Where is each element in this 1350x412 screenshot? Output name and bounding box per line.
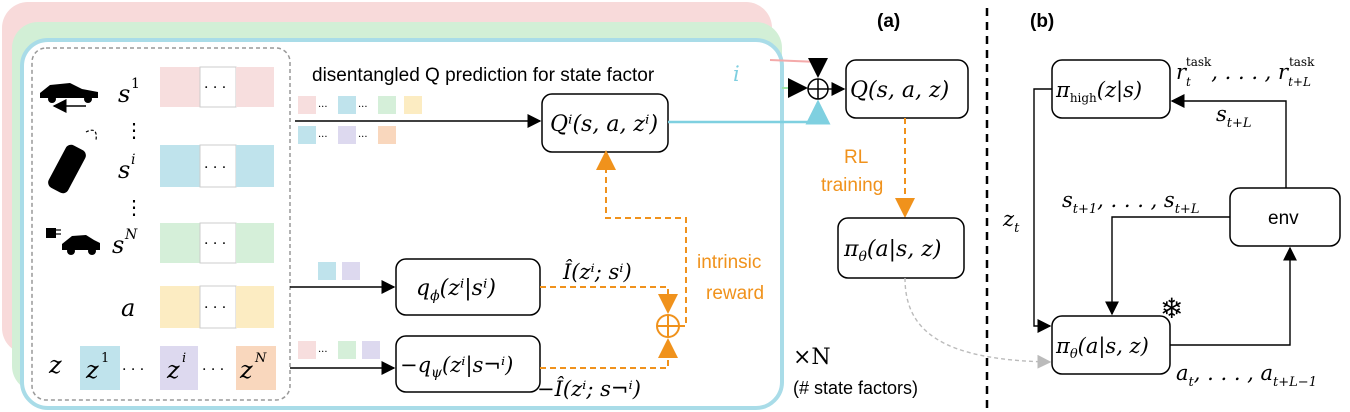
arrow-cyan xyxy=(668,99,831,125)
car-icon-rotated xyxy=(48,129,97,194)
I-hat-label: Î(zⁱ; sⁱ) xyxy=(562,260,632,284)
a-seq-label: at, . . . , at+L−1 xyxy=(1176,361,1317,390)
reward-label: reward xyxy=(706,283,764,304)
svg-text:N: N xyxy=(254,351,267,366)
rewards-label: rttask, . . . , rt+Ltask xyxy=(1176,55,1315,89)
vdots-1: ⋮ xyxy=(124,118,144,142)
I-hat-neg-label: −Î(zⁱ; s¬ⁱ) xyxy=(537,377,641,401)
svg-text:· · ·: · · · xyxy=(204,236,226,252)
action-a-label: a xyxy=(121,294,135,322)
vector-si: · · · xyxy=(160,144,274,188)
state-sN-label: s xyxy=(112,231,124,259)
arrow-pib-to-env xyxy=(1170,246,1297,346)
state-si-label: s xyxy=(118,156,130,184)
chips-row-1: ··· ··· xyxy=(298,96,422,114)
car-icon-1 xyxy=(40,83,98,113)
gray-transfer-arrow xyxy=(904,277,1052,369)
snowflake-icon: ❄ xyxy=(1160,292,1183,325)
car-icon-n xyxy=(46,228,100,255)
svg-text:z: z xyxy=(85,356,99,384)
arrow-env-to-pib xyxy=(1105,216,1230,316)
svg-text:· · ·: · · · xyxy=(204,80,226,96)
orange-plus-icon xyxy=(656,314,680,338)
zt-label: zt xyxy=(1002,207,1020,236)
title-symbol: i xyxy=(733,62,740,86)
svg-text:· · ·: · · · xyxy=(204,160,226,176)
orange-path-qphi xyxy=(540,286,678,314)
qpsi-label: −qψ(zⁱ|s¬ⁱ) xyxy=(400,353,513,381)
vector-sN: · · · xyxy=(160,222,274,264)
state-factors-label: (# state factors) xyxy=(793,378,918,398)
svg-text:···: ··· xyxy=(358,102,368,113)
arrow-zt xyxy=(1033,88,1052,333)
state-s1-label: s xyxy=(118,80,130,108)
qpsi-box xyxy=(395,335,541,393)
state-s1-sup: 1 xyxy=(131,76,140,92)
title: disentangled Q prediction for state fact… xyxy=(312,65,655,86)
training-label: training xyxy=(821,175,883,196)
svg-text:···: ··· xyxy=(318,102,328,113)
s-tL-label: st+L xyxy=(1216,102,1252,131)
orange-path-to-Qi xyxy=(596,150,687,327)
svg-text:z: z xyxy=(166,356,180,384)
state-sN-sup: N xyxy=(124,227,138,243)
pi-a-label: πθ(a|s, z) xyxy=(843,237,941,265)
vector-s1: · · · xyxy=(160,66,274,108)
intrinsic-label: intrinsic xyxy=(697,252,761,273)
times-n: ×N xyxy=(793,345,831,370)
svg-text:···: ··· xyxy=(318,347,328,358)
arrow-env-to-pihigh xyxy=(1170,94,1287,188)
sum-plus-icon xyxy=(807,78,829,100)
svg-text:· · ·: · · · xyxy=(122,362,144,378)
s-seq-label: st+1, . . . , st+L xyxy=(1062,188,1199,217)
panel-a-label: (a) xyxy=(877,11,900,32)
pi-a-box xyxy=(837,217,965,279)
vdots-2: ⋮ xyxy=(124,195,144,219)
orange-path-qpsi xyxy=(540,338,678,369)
Qi-label: Qⁱ(s, a, zⁱ) xyxy=(550,112,658,137)
svg-text:i: i xyxy=(182,351,186,366)
vector-z: z 1 · · · z i · · · z N xyxy=(80,346,276,390)
pi-b-label: πθ(a|s, z) xyxy=(1055,334,1149,362)
Q-label: Q(s, a, z) xyxy=(850,78,949,103)
qphi-label: qϕ(zⁱ|sⁱ) xyxy=(416,276,496,304)
chips-row-2: ··· ··· xyxy=(298,126,396,144)
state-dashed-box xyxy=(31,47,291,401)
Q-box xyxy=(845,59,969,119)
svg-text:1: 1 xyxy=(101,351,109,366)
chips-qphi xyxy=(318,262,360,280)
svg-text:· · ·: · · · xyxy=(202,362,224,378)
arrow-pink xyxy=(769,58,828,78)
chips-qpsi: ··· xyxy=(298,341,380,359)
env-label: env xyxy=(1268,208,1299,229)
vector-a: · · · xyxy=(160,285,274,329)
svg-text:···: ··· xyxy=(358,132,368,143)
z-label: z xyxy=(48,351,62,379)
svg-text:· · ·: · · · xyxy=(204,300,226,316)
svg-text:z: z xyxy=(239,356,253,384)
state-si-sup: i xyxy=(131,152,135,168)
panel-b-label: (b) xyxy=(1030,11,1054,32)
pi-high-label: πhigh(z|s) xyxy=(1055,78,1142,105)
rl-label: RL xyxy=(844,147,868,168)
svg-text:···: ··· xyxy=(318,132,328,143)
